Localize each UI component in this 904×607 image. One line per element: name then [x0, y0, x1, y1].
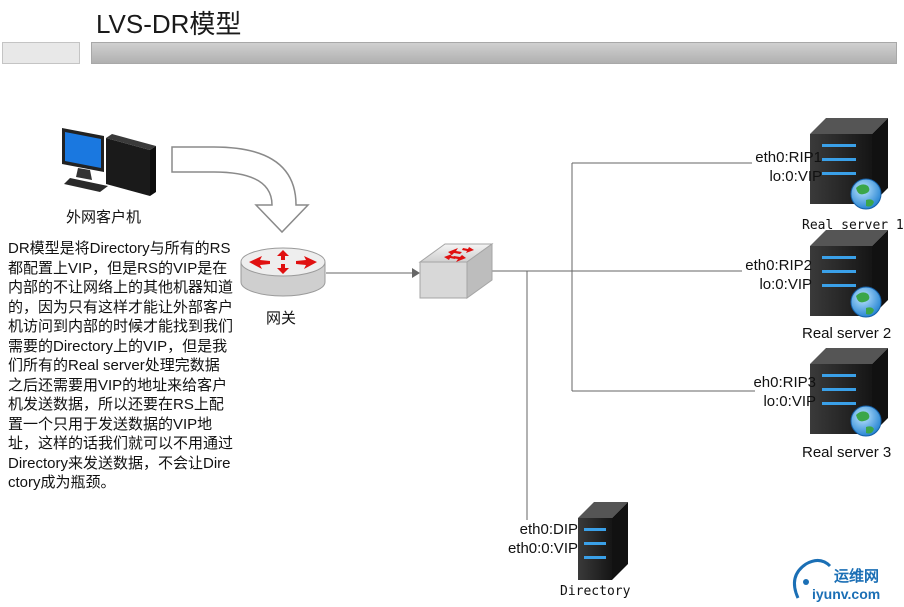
server1-if2: lo:0:VIP: [769, 168, 822, 185]
server2-name: Real server 2: [802, 325, 892, 342]
server1-if1: eth0:RIP1: [755, 149, 822, 166]
description-text: DR模型是将Directory与所有的RS都配置上VIP，但是RS的VIP是在内…: [8, 240, 234, 491]
server3-if2: lo:0:VIP: [763, 393, 816, 410]
watermark-en: iyunv.com: [812, 586, 881, 602]
client-label: 外网客户机: [66, 209, 142, 226]
director-interfaces: eth0:DIP eth0:0:VIP: [504, 520, 578, 558]
server3-if1: eh0:RIP3: [753, 374, 816, 391]
director-if2: eth0:0:VIP: [507, 540, 578, 557]
server2-if2: lo:0:VIP: [759, 276, 812, 293]
desktop-computer-icon: [62, 128, 156, 196]
server2-interfaces: eth0:RIP2 lo:0:VIP: [742, 256, 812, 294]
router-icon: [240, 247, 326, 297]
arrowhead-to-switch: [412, 268, 420, 278]
flow-arrow: [171, 146, 310, 234]
gateway-label: 网关: [266, 310, 297, 327]
server-rack-icon-2: [810, 230, 888, 318]
director-if1: eth0:DIP: [519, 521, 578, 538]
server1-interfaces: eth0:RIP1 lo:0:VIP: [752, 148, 822, 186]
server1-name: Real server 1: [802, 218, 904, 233]
page-title: LVS-DR模型: [96, 9, 242, 39]
director-server-icon: [578, 502, 628, 580]
server3-name: Real server 3: [802, 444, 892, 461]
server3-interfaces: eh0:RIP3 lo:0:VIP: [752, 373, 816, 411]
watermark-cn: 运维网: [834, 568, 880, 585]
watermark-logo-icon: [792, 559, 832, 599]
server2-if1: eth0:RIP2: [745, 257, 812, 274]
director-name: Directory: [560, 584, 631, 599]
server-rack-icon-1: [810, 118, 888, 210]
header-bar-right: [91, 42, 897, 64]
server-rack-icon-3: [810, 348, 888, 437]
header-bar-left: [2, 42, 80, 64]
switch-icon: [418, 243, 494, 299]
connection-lines: [326, 162, 755, 520]
